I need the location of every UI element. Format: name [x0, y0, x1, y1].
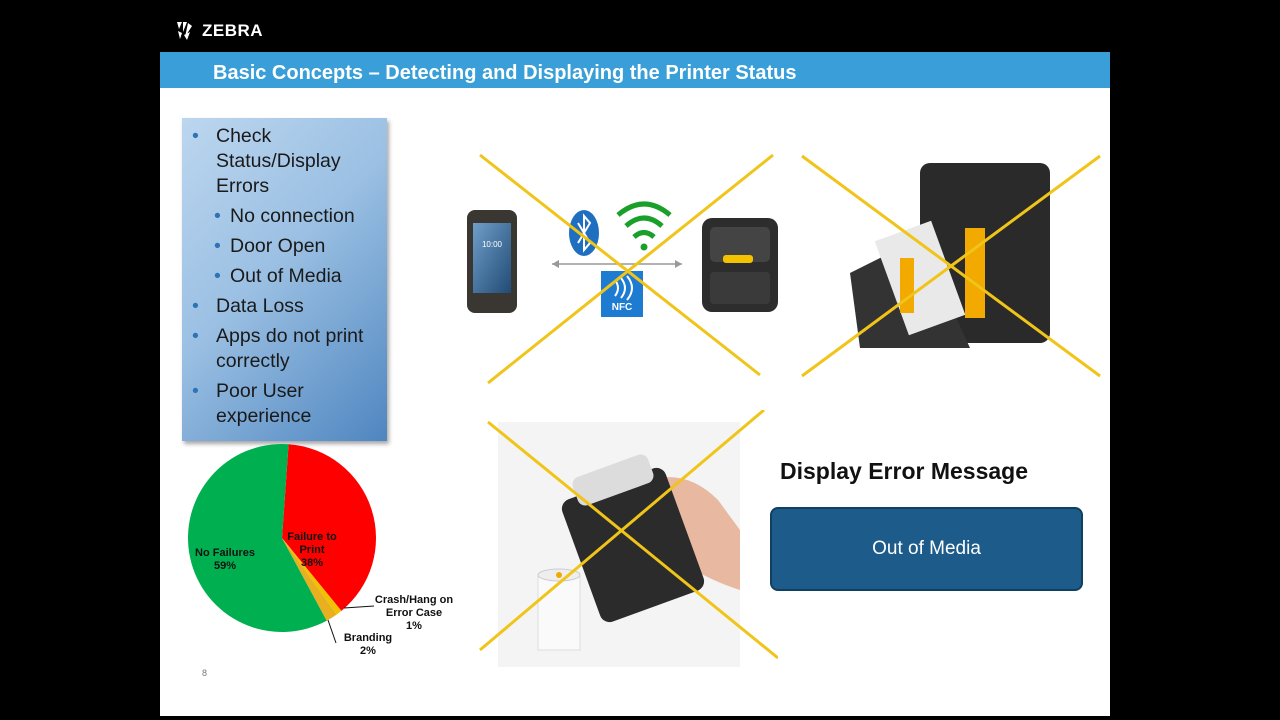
pie-slice-failure-to-print — [282, 444, 376, 611]
logo-text: ZEBRA — [202, 21, 264, 40]
slide: Basic Concepts – Detecting and Displayin… — [160, 52, 1110, 716]
pie-slice-crash-hang-on-error-case — [282, 538, 342, 615]
bullet-item: Poor User experience — [182, 379, 381, 429]
zebra-head-icon — [177, 22, 192, 40]
printer-in-hand-illustration — [479, 410, 778, 667]
sub-bullet-list: No connection Door Open Out of Media — [214, 204, 381, 289]
pie-leader-line — [343, 605, 375, 609]
desktop-printer-icon — [850, 163, 1050, 348]
svg-text:10:00: 10:00 — [482, 240, 503, 249]
wifi-icon — [616, 201, 672, 251]
bullet-item: Apps do not print correctly — [182, 324, 381, 374]
connectivity-illustration: 10:00 NFC — [467, 153, 778, 385]
bullet-box: Check Status/Display Errors No connectio… — [182, 118, 387, 441]
svg-text:NFC: NFC — [612, 302, 633, 313]
mobile-device-icon — [467, 210, 517, 313]
mobile-printer-icon — [702, 218, 778, 312]
bullet-item: Check Status/Display Errors No connectio… — [182, 124, 381, 289]
printer-open-icon — [561, 454, 705, 623]
sub-bullet-item: Out of Media — [206, 264, 381, 289]
slide-title: Basic Concepts – Detecting and Displayin… — [213, 62, 797, 84]
sub-bullet-item: No connection — [206, 204, 381, 229]
connectivity-panel: 10:00 NFC — [460, 147, 790, 397]
error-message-box: Out of Media — [770, 507, 1083, 591]
zebra-logo: ZEBRA — [174, 20, 263, 42]
error-heading: Display Error Message — [780, 458, 1029, 484]
door-open-panel — [800, 148, 1105, 378]
open-printer-illustration — [801, 154, 1101, 378]
sub-bullet-item: Door Open — [206, 234, 381, 259]
pie-leader-line — [327, 619, 337, 644]
page-number: 8 — [202, 668, 208, 678]
paper-roll-icon — [537, 568, 581, 651]
out-of-media-panel — [478, 410, 778, 670]
pie-slice-branding — [282, 538, 337, 621]
bullet-list: Check Status/Display Errors No connectio… — [182, 124, 381, 429]
bluetooth-icon — [569, 210, 599, 256]
pie-slice-no-failures — [187, 444, 327, 632]
bullet-item: Data Loss — [182, 294, 381, 319]
pie-svg — [187, 444, 376, 644]
title-bar: Basic Concepts – Detecting and Displayin… — [160, 52, 1110, 88]
error-message-text: Out of Media — [872, 538, 981, 559]
